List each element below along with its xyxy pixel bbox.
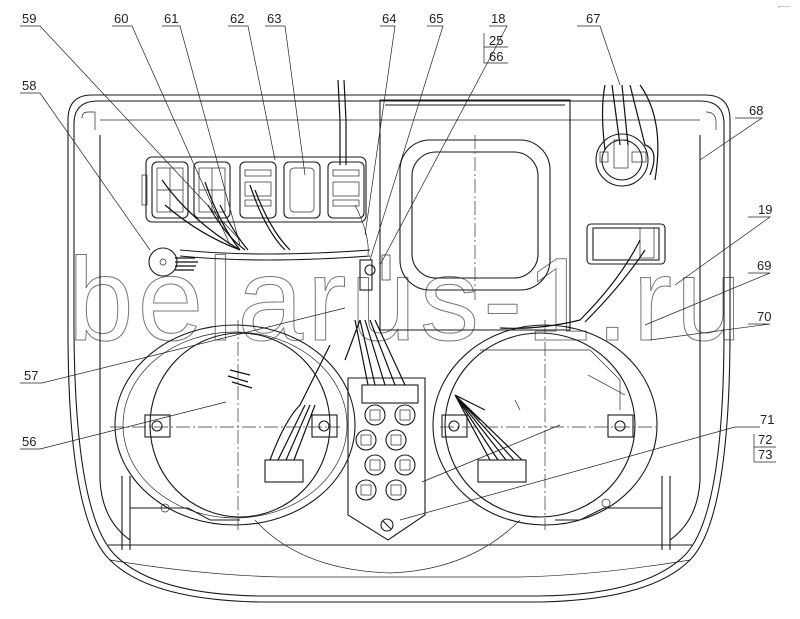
callout-18: 18 [491, 11, 505, 26]
callout-68: 68 [749, 103, 763, 118]
callout-56: 56 [22, 434, 36, 449]
callout-70: 70 [757, 309, 771, 324]
callout-59: 59 [22, 11, 36, 26]
callout-67: 67 [586, 11, 600, 26]
callout-62: 62 [230, 11, 244, 26]
indicator-lamp [355, 479, 377, 501]
indicator-lamp [364, 404, 386, 426]
callout-25: 25 [489, 33, 503, 48]
left-gauge [110, 320, 356, 530]
switch-block [141, 156, 367, 223]
round-connector [148, 247, 198, 277]
lamp-lens [399, 409, 411, 421]
leader-lines [20, 25, 776, 521]
blank-switch-plug [283, 161, 321, 219]
callout-73: 73 [758, 447, 772, 462]
callout-72: 72 [758, 432, 772, 447]
lamp-lens [390, 434, 402, 446]
callout-61: 61 [164, 11, 178, 26]
rocker-switch-5 [327, 161, 365, 219]
callout-57: 57 [24, 368, 38, 383]
callout-69: 69 [757, 258, 771, 273]
lower-brackets [121, 476, 671, 574]
central-gauge-housing [359, 99, 571, 331]
lamp-lens [369, 459, 381, 471]
ignition-connector [595, 84, 659, 187]
callout-64: 64 [382, 11, 396, 26]
lamp-lens [369, 409, 381, 421]
indicator-lamp [394, 404, 416, 426]
rocker-switch-3 [239, 161, 277, 219]
callout-65: 65 [429, 11, 443, 26]
indicator-lamp [385, 429, 407, 451]
indicator-lamp [355, 429, 377, 451]
indicator-lamp [394, 454, 416, 476]
lamp-lens [360, 484, 372, 496]
watermark: belarus-1.ru [68, 234, 746, 366]
callout-19: 19 [758, 202, 772, 217]
warning-lamp-block [344, 319, 426, 541]
callout-63: 63 [267, 11, 281, 26]
callout-58: 58 [22, 78, 36, 93]
callout-labels: 59 60 61 62 63 64 65 18 25 66 67 68 58 1… [22, 2, 791, 462]
panel-housing [67, 94, 731, 603]
lamp-lens [399, 459, 411, 471]
connector-block [499, 223, 666, 329]
callout-71: 71 [760, 412, 774, 427]
indicator-lamp [385, 479, 407, 501]
indicator-lamp [364, 454, 386, 476]
callout-66: 66 [489, 49, 503, 64]
callout-60: 60 [114, 11, 128, 26]
corner-mark: ⌐— [778, 2, 791, 11]
lamp-lens [390, 484, 402, 496]
lamp-lens [360, 434, 372, 446]
right-gauge [432, 320, 660, 530]
